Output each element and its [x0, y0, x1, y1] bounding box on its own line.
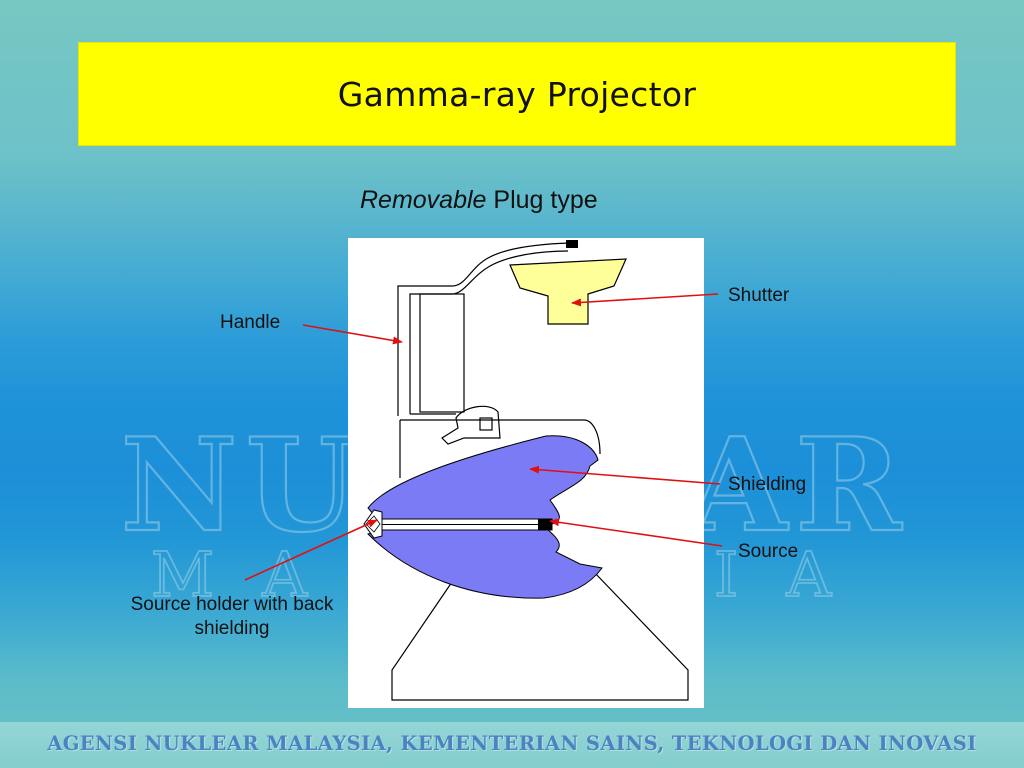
- handle-frame-inner: [409, 250, 569, 414]
- subtitle: Removable Plug type: [360, 186, 598, 215]
- shielding-lower: [367, 529, 603, 599]
- label-handle: Handle: [220, 312, 281, 333]
- arrow-source-holder: [244, 519, 378, 581]
- label-shutter: Shutter: [728, 285, 790, 306]
- source-holder-detail: [365, 515, 381, 533]
- arrow-shutter: [571, 293, 719, 307]
- handle-grip: [419, 293, 465, 413]
- subtitle-emphasis: Removable: [360, 186, 487, 214]
- label-source: Source: [738, 541, 799, 562]
- stand: [391, 571, 689, 701]
- footer-text: AGENSI NUKLEAR MALAYSIA, KEMENTERIAN SAI…: [47, 732, 977, 755]
- label-shielding: Shielding: [728, 474, 807, 495]
- arrow-handle: [302, 324, 403, 345]
- projector-diagram: [363, 240, 689, 701]
- arrow-source: [549, 518, 723, 547]
- footer-strip: [0, 722, 1024, 768]
- shielding-upper: [367, 435, 599, 525]
- source-capsule: [538, 519, 552, 530]
- page-title: Gamma-ray Projector: [337, 74, 697, 114]
- lock-clamp: [441, 405, 501, 445]
- handle-frame: [397, 242, 571, 416]
- label-source-holder: Source holder with back shielding: [130, 594, 334, 639]
- title-banner: Gamma-ray Projector: [78, 42, 956, 146]
- arrow-shielding: [529, 465, 721, 485]
- lock-window: [479, 417, 493, 431]
- shutter-knob: [566, 240, 578, 248]
- diagram-panel: [348, 238, 704, 708]
- body-housing: [399, 419, 601, 478]
- shutter-block: [509, 258, 627, 325]
- subtitle-rest: Plug type: [486, 186, 598, 214]
